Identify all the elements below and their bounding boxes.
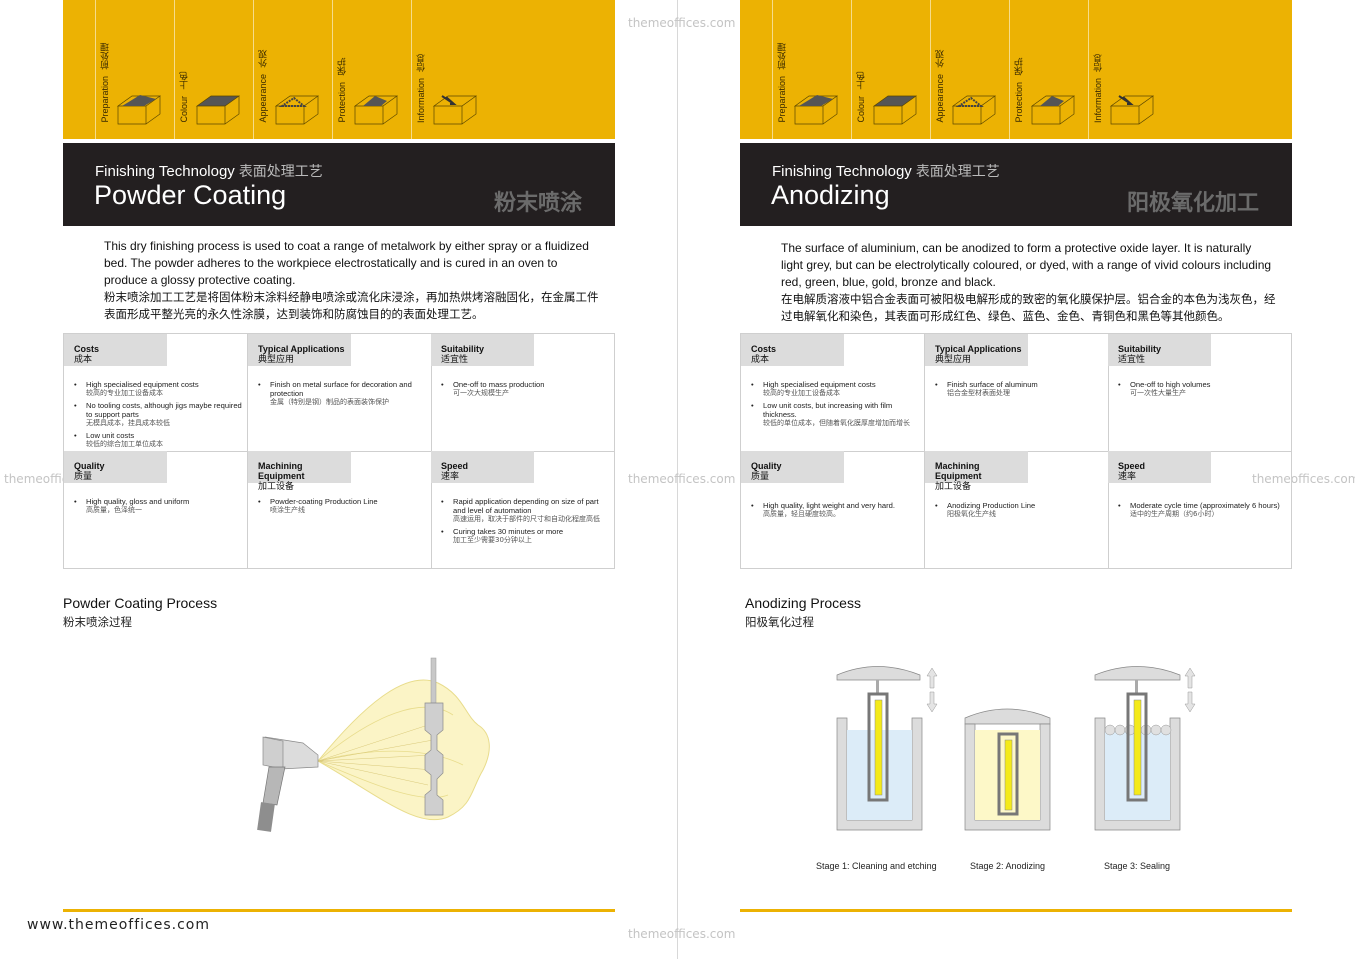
box-icon	[951, 95, 997, 125]
box-icon	[872, 95, 918, 125]
process-title-cn: 粉末喷涂过程	[63, 615, 132, 629]
tab-label: Colour	[179, 96, 189, 123]
box-icon	[432, 95, 478, 125]
process-title: Anodizing Process	[745, 595, 861, 611]
stage-2-tank	[964, 708, 1051, 831]
tab-appearance[interactable]: Appearance 外观	[253, 0, 332, 139]
process-title: Powder Coating Process	[63, 595, 218, 611]
box-icon	[793, 95, 839, 125]
category-tabs: Preparation前处理 Colour上色 Appearance外观 Pro…	[740, 0, 1292, 139]
watermark: themeoffices.com	[1252, 472, 1355, 486]
tab-label-cn: 信息	[416, 53, 426, 72]
tab-label-cn: 前处理	[100, 43, 110, 71]
list-item: High specialised equipment costs较高的专业加工设…	[74, 380, 244, 398]
list-item: Curing takes 30 minutes or more加工至少需要30分…	[441, 527, 611, 545]
page-title-cn: 阳极氧化加工	[1126, 191, 1259, 216]
stage-label: Stage 3: Sealing	[1104, 861, 1171, 871]
page-title: Powder Coating	[94, 180, 287, 210]
watermark: themeoffices.com	[628, 16, 736, 30]
anodizing-stages-illustration	[836, 666, 1196, 831]
stage-label: Stage 1: Cleaning and etching	[816, 861, 937, 871]
box-icon	[1109, 95, 1155, 125]
list-item: Finish on metal surface for decoration a…	[258, 380, 428, 407]
list-item: High specialised equipment costs较高的专业加工设…	[751, 380, 921, 398]
footer-site: www.themeoffices.com	[27, 917, 211, 933]
tab-label: Appearance	[258, 74, 268, 123]
list-item: Rapid application depending on size of p…	[441, 497, 611, 524]
tab-colour[interactable]: Colour上色	[851, 0, 930, 139]
stage-label: Stage 2: Anodizing	[970, 861, 1046, 871]
process-title-cn: 阳极氧化过程	[745, 615, 814, 629]
tab-protection[interactable]: Protection保护	[1009, 0, 1088, 139]
box-icon	[195, 95, 241, 125]
left-page: Preparation 前处理 Colour 上色 Appearance 外观 Pro…	[63, 0, 615, 959]
watermark: themeoffices.com	[628, 927, 736, 941]
tab-label: Information	[416, 77, 426, 123]
footer-rule	[740, 909, 1292, 912]
page-title-cn: 粉末喷涂	[493, 191, 582, 216]
box-icon	[1030, 95, 1076, 125]
description: This dry finishing process is used to co…	[104, 239, 599, 321]
box-icon	[116, 95, 162, 125]
tab-preparation[interactable]: Preparation 前处理	[95, 0, 174, 139]
list-item: Moderate cycle time (approximately 6 hou…	[1118, 501, 1288, 519]
tab-label-cn: 外观	[258, 50, 268, 69]
tab-label-cn: 上色	[179, 72, 189, 91]
page-title: Anodizing	[771, 180, 890, 210]
tab-label-cn: 保护	[337, 58, 347, 77]
tab-protection[interactable]: Protection 保护	[332, 0, 411, 139]
list-item: High quality, light weight and very hard…	[751, 501, 921, 519]
tab-information[interactable]: Information 信息	[411, 0, 490, 139]
tab-information[interactable]: Information信息	[1088, 0, 1167, 139]
description: The surface of aluminium, can be anodize…	[781, 241, 1276, 323]
spray-gun-illustration	[257, 657, 490, 832]
watermark: themeoffices.com	[628, 472, 736, 486]
box-icon	[274, 95, 320, 125]
right-page: Preparation前处理 Colour上色 Appearance外观 Pro…	[740, 0, 1292, 959]
tab-label: Preparation	[100, 76, 110, 123]
stage-1-tank	[836, 666, 938, 831]
stage-3-tank	[1094, 666, 1196, 831]
category-tabs: Preparation 前处理 Colour 上色 Appearance 外观 Pro…	[63, 0, 615, 139]
tab-colour[interactable]: Colour 上色	[174, 0, 253, 139]
tab-appearance[interactable]: Appearance外观	[930, 0, 1009, 139]
list-item: No tooling costs, although jigs maybe re…	[74, 401, 244, 428]
tab-label: Protection	[337, 82, 347, 123]
list-item: Low unit costs, but increasing with film…	[751, 401, 921, 428]
page-spine	[677, 0, 678, 959]
tab-preparation[interactable]: Preparation前处理	[772, 0, 851, 139]
footer-rule	[63, 909, 615, 912]
box-icon	[353, 95, 399, 125]
